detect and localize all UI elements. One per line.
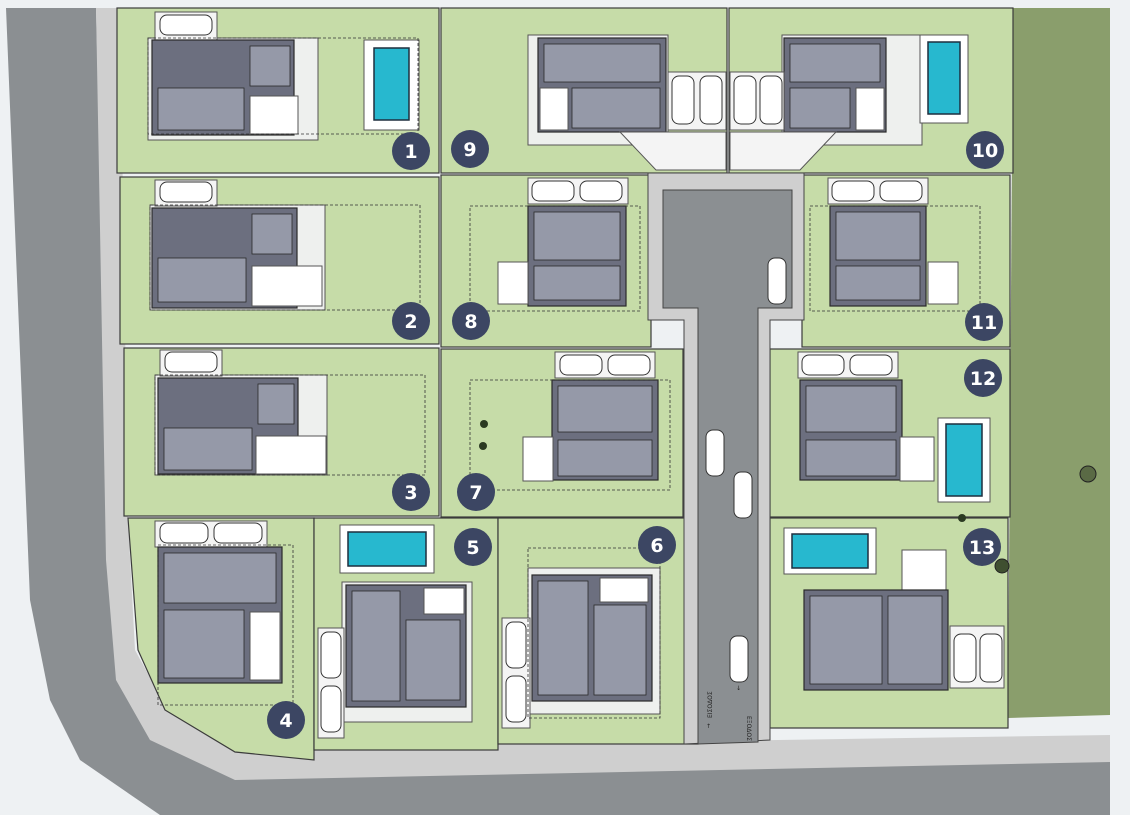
plot-badge-9[interactable]: 9: [451, 130, 489, 168]
plot-badge-5[interactable]: 5: [454, 528, 492, 566]
green-park-strip: [1008, 8, 1110, 718]
plot-number-label: 1: [404, 141, 417, 163]
tree-icon: [994, 558, 1010, 574]
house-1: [147, 11, 420, 141]
plot-badge-4[interactable]: 4: [267, 701, 305, 739]
main-road-west: [6, 8, 1110, 815]
exit-arrow-icon: ↓: [736, 685, 741, 692]
house-11: [809, 177, 981, 312]
plot-number-label: 7: [469, 482, 482, 504]
plot-number-label: 2: [404, 311, 417, 333]
house-8: [469, 177, 641, 312]
plot-number-label: 6: [650, 535, 663, 557]
house-12: [797, 351, 991, 522]
shrub-icon: [480, 420, 488, 428]
entry-arrow-icon: ↑: [706, 723, 711, 730]
cul-de-sac-road: [662, 189, 793, 745]
plot-number-label: 3: [404, 482, 417, 504]
plot-badge-2[interactable]: 2: [392, 302, 430, 340]
house-6: [501, 547, 661, 729]
house-7: [469, 351, 671, 491]
plot-number-label: 5: [466, 537, 479, 559]
plot-badge-1[interactable]: 1: [392, 132, 430, 170]
plot-number-label: 11: [971, 312, 997, 334]
entry-sign-label: ΕΙΣΟΔΟΣ: [707, 691, 714, 718]
house-10: [729, 34, 969, 171]
tree-icon: [1079, 465, 1097, 483]
plot-number-label: 8: [464, 311, 477, 333]
house-4: [154, 520, 294, 706]
plot-badge-11[interactable]: 11: [965, 303, 1003, 341]
shrub-icon: [958, 514, 966, 522]
plot-badge-8[interactable]: 8: [452, 302, 490, 340]
plot-badge-13[interactable]: 13: [963, 528, 1001, 566]
house-3: [154, 349, 426, 476]
plot-number-label: 4: [279, 710, 292, 732]
plot-badge-7[interactable]: 7: [457, 473, 495, 511]
plot-badge-6[interactable]: 6: [638, 526, 676, 564]
exit-sign-label: ΕΞΟΔΟΣ: [745, 716, 752, 741]
house-9: [527, 34, 727, 171]
house-5: [317, 524, 473, 739]
road-cars: [705, 257, 787, 683]
shrub-icon: [479, 442, 487, 450]
plot-number-label: 12: [970, 368, 996, 390]
house-2: [149, 179, 421, 311]
plot-number-label: 13: [969, 537, 995, 559]
plot-badge-10[interactable]: 10: [966, 131, 1004, 169]
house-13: [783, 527, 1010, 691]
plot-number-label: 9: [463, 139, 476, 161]
plot-badge-12[interactable]: 12: [964, 359, 1002, 397]
plot-number-label: 10: [972, 140, 998, 162]
plot-badge-3[interactable]: 3: [392, 473, 430, 511]
